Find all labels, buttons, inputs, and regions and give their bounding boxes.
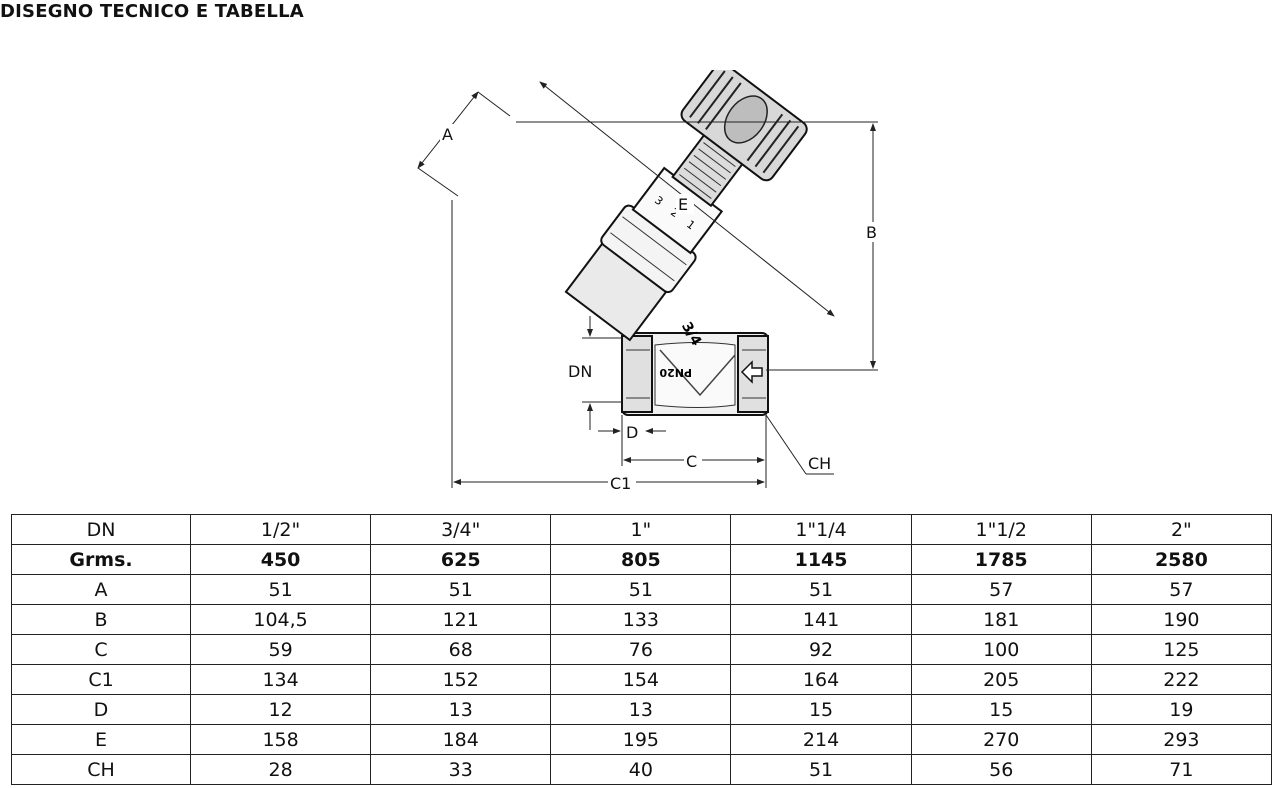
- table-cell: 214: [730, 724, 912, 755]
- table-cell: 1145: [730, 544, 912, 575]
- row-label-cell: DN: [11, 514, 191, 545]
- table-cell: 92: [730, 634, 912, 665]
- table-cell: 56: [910, 754, 1092, 785]
- table-cell: 805: [550, 544, 732, 575]
- valve-body: PN20: [621, 332, 769, 416]
- table-cell: 190: [1090, 604, 1273, 635]
- page-title: DISEGNO TECNICO E TABELLA: [0, 1, 304, 22]
- dimension-c1-label: C1: [610, 474, 631, 493]
- dimension-c-label: C: [686, 452, 697, 471]
- size-header-cell: 3/4": [370, 514, 552, 545]
- size-header-cell: 2": [1090, 514, 1273, 545]
- table-cell: 51: [370, 574, 552, 605]
- table-cell: 13: [370, 694, 552, 725]
- table-cell: 1785: [910, 544, 1092, 575]
- table-cell: 28: [189, 754, 372, 785]
- table-cell: 13: [550, 694, 732, 725]
- table-cell: 133: [550, 604, 732, 635]
- table-cell: 158: [189, 724, 372, 755]
- table-cell: 2580: [1090, 544, 1273, 575]
- table-cell: 15: [910, 694, 1092, 725]
- pressure-marking: PN20: [659, 366, 692, 379]
- table-cell: 270: [910, 724, 1092, 755]
- table-cell: 134: [189, 664, 372, 695]
- dimension-a-label: A: [442, 125, 453, 144]
- table-cell: 164: [730, 664, 912, 695]
- dimension-e-label: E: [678, 195, 688, 214]
- table-cell: 222: [1090, 664, 1273, 695]
- table-cell: 100: [910, 634, 1092, 665]
- size-header-cell: 1"1/2: [910, 514, 1092, 545]
- table-cell: 12: [189, 694, 372, 725]
- table-cell: 141: [730, 604, 912, 635]
- table-cell: 195: [550, 724, 732, 755]
- row-label-cell: C1: [11, 664, 191, 695]
- table-cell: 293: [1090, 724, 1273, 755]
- table-cell: 76: [550, 634, 732, 665]
- table-cell: 51: [189, 574, 372, 605]
- size-header-cell: 1"1/4: [730, 514, 912, 545]
- row-label-cell: CH: [11, 754, 191, 785]
- table-cell: 19: [1090, 694, 1273, 725]
- table-cell: 15: [730, 694, 912, 725]
- table-cell: 68: [370, 634, 552, 665]
- table-cell: 205: [910, 664, 1092, 695]
- table-cell: 181: [910, 604, 1092, 635]
- row-label-cell: B: [11, 604, 191, 635]
- row-label-cell: Grms.: [11, 544, 191, 575]
- table-cell: 152: [370, 664, 552, 695]
- table-cell: 51: [730, 754, 912, 785]
- row-label-cell: D: [11, 694, 191, 725]
- y-valve-technical-drawing: PN20 3 2 1 3/4: [417, 70, 882, 493]
- table-cell: 104,5: [189, 604, 372, 635]
- table-cell: 625: [370, 544, 552, 575]
- dimension-ch-label: CH: [808, 454, 831, 473]
- dimension-labels: A E B DN D C C1 CH: [440, 124, 882, 493]
- dimension-dn-label: DN: [568, 362, 592, 381]
- table-cell: 33: [370, 754, 552, 785]
- table-cell: 125: [1090, 634, 1273, 665]
- flow-arrow-icon: [740, 360, 763, 384]
- table-cell: 450: [189, 544, 372, 575]
- size-header-cell: 1/2": [189, 514, 372, 545]
- dimension-b-label: B: [866, 223, 877, 242]
- row-label-cell: A: [11, 574, 191, 605]
- table-cell: 40: [550, 754, 732, 785]
- row-label-cell: C: [11, 634, 191, 665]
- table-cell: 121: [370, 604, 552, 635]
- table-cell: 154: [550, 664, 732, 695]
- table-cell: 57: [1090, 574, 1273, 605]
- table-cell: 71: [1090, 754, 1273, 785]
- table-cell: 57: [910, 574, 1092, 605]
- table-cell: 51: [550, 574, 732, 605]
- size-header-cell: 1": [550, 514, 732, 545]
- table-cell: 184: [370, 724, 552, 755]
- table-cell: 59: [189, 634, 372, 665]
- dimension-d-label: D: [626, 423, 638, 442]
- row-label-cell: E: [11, 724, 191, 755]
- table-cell: 51: [730, 574, 912, 605]
